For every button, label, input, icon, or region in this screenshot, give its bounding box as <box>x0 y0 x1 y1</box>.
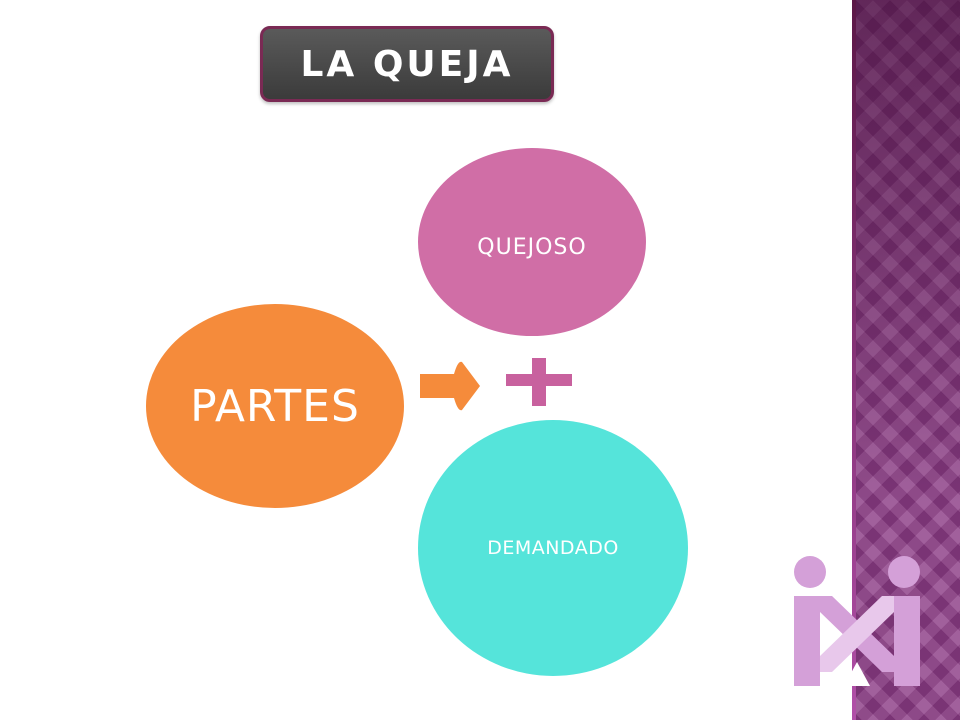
slide-title: LA QUEJA <box>300 43 514 85</box>
node-quejoso: QUEJOSO <box>418 148 646 336</box>
node-demandado-label: DEMANDADO <box>487 537 619 559</box>
node-partes-label: PARTES <box>190 380 360 432</box>
plus-icon <box>506 358 572 406</box>
node-demandado: DEMANDADO <box>418 420 688 676</box>
node-partes: PARTES <box>146 304 404 508</box>
arrow-right-icon <box>420 361 480 411</box>
two-figures-logo <box>794 556 920 686</box>
side-band-edge <box>852 0 856 720</box>
title-box: LA QUEJA <box>260 26 554 102</box>
node-quejoso-label: QUEJOSO <box>477 234 587 260</box>
